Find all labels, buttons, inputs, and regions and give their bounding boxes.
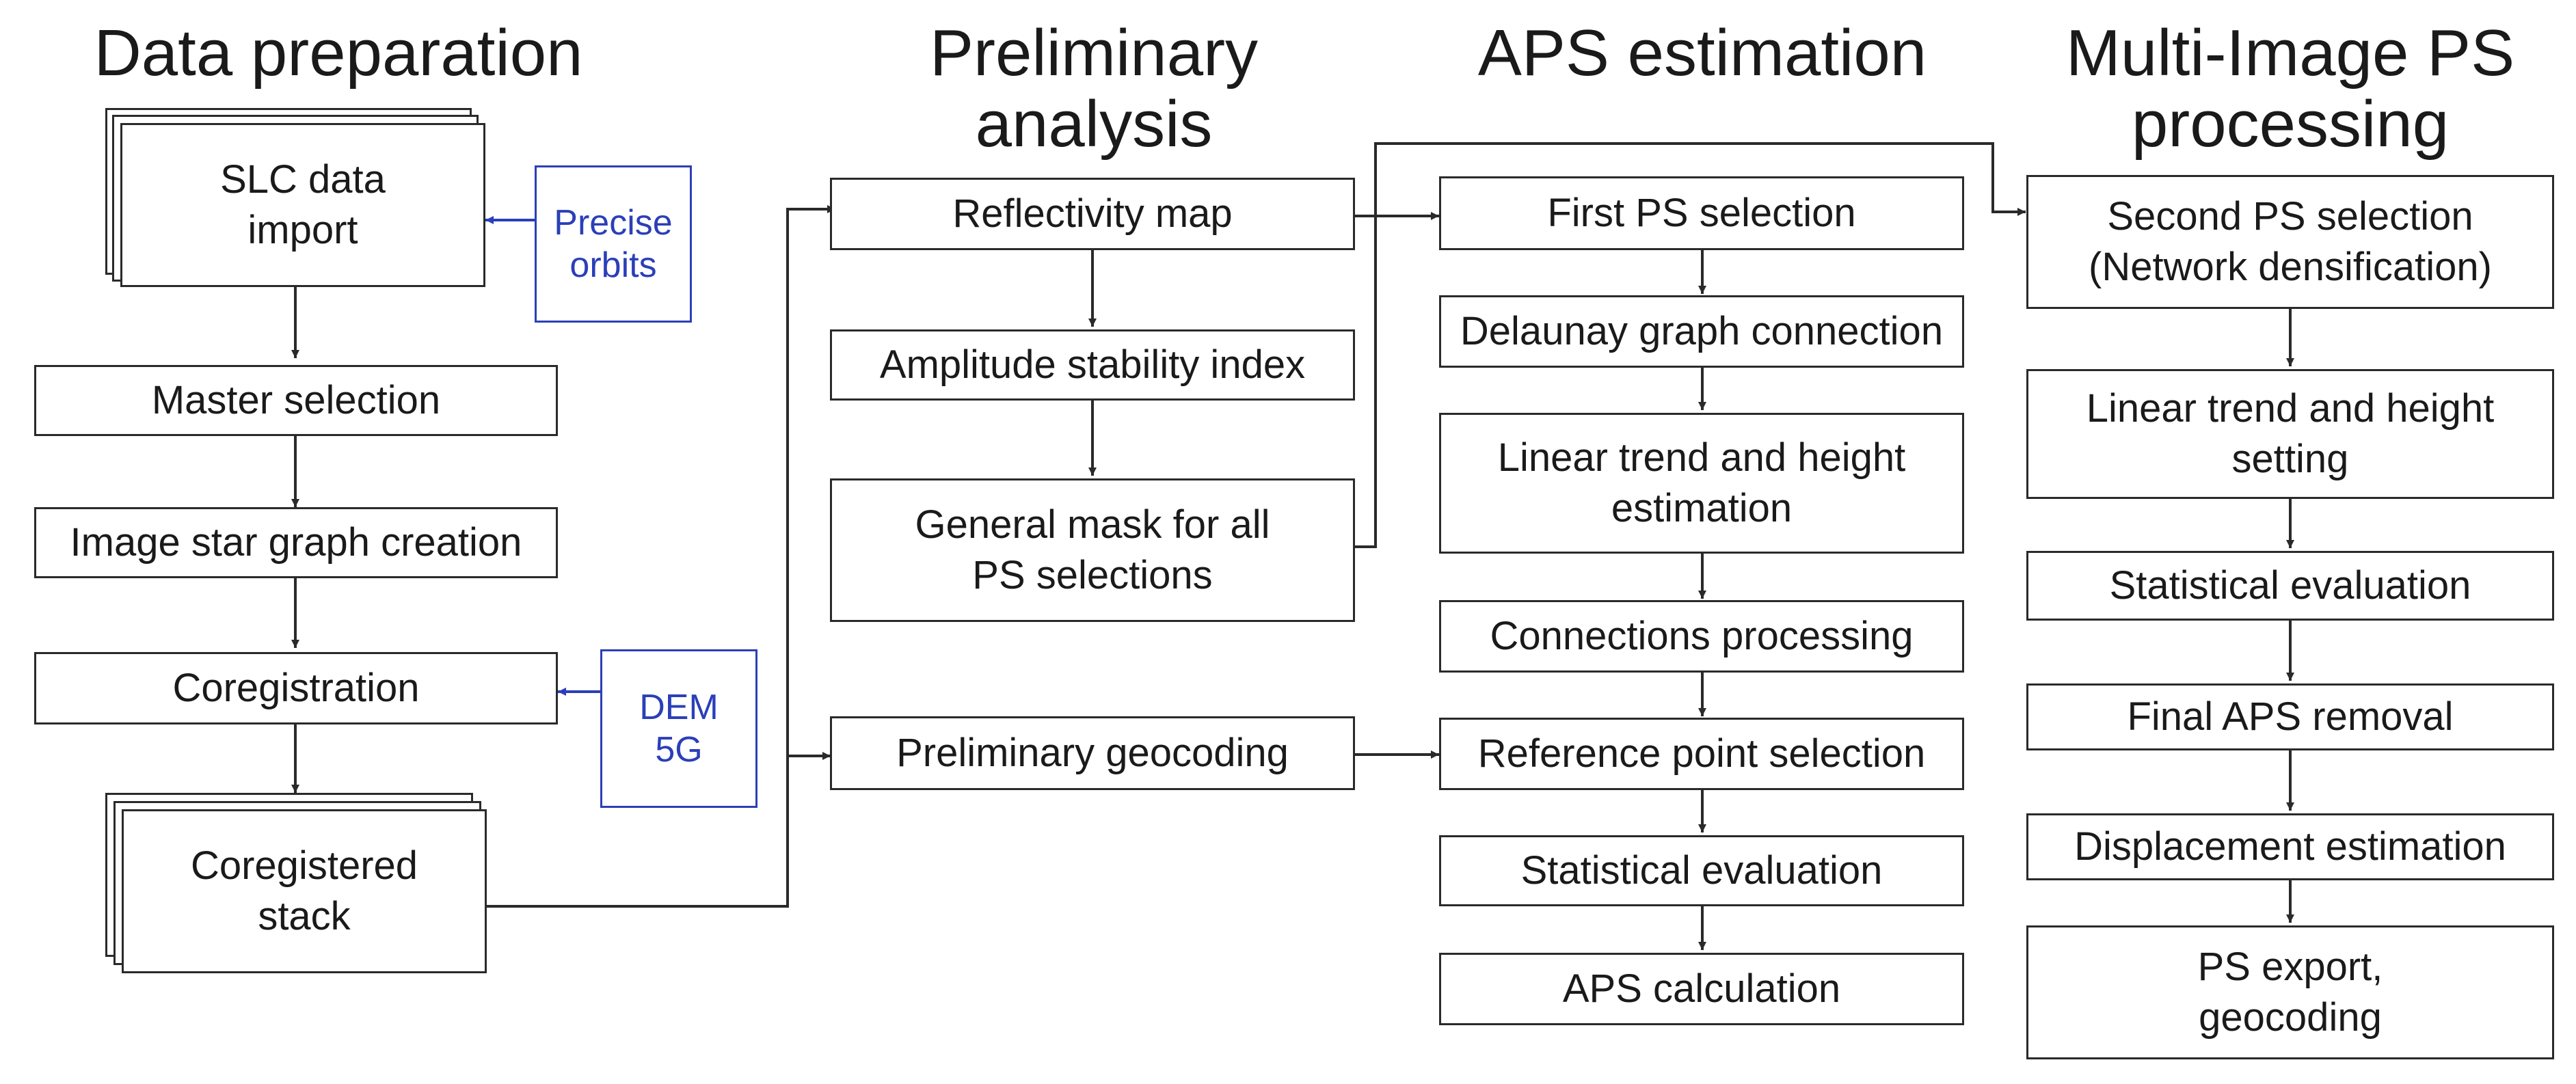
- reflectivity-map-box: Reflectivity map: [830, 178, 1355, 250]
- first-ps-selection-box: First PS selection: [1439, 176, 1964, 250]
- master-selection-box: Master selection: [34, 365, 558, 436]
- final-aps-removal-box: Final APS removal: [2026, 683, 2554, 750]
- second-ps-selection-box: Second PS selection (Network densificati…: [2026, 175, 2554, 309]
- general-mask-box: General mask for all PS selections: [830, 478, 1355, 622]
- preliminary-geocoding-box: Preliminary geocoding: [830, 716, 1355, 790]
- reference-point-selection-box: Reference point selection: [1439, 718, 1964, 790]
- title-multi-image: Multi-Image PS processing: [2065, 16, 2515, 161]
- coregistered-stack-box: Coregistered stack: [122, 809, 487, 973]
- linear-trend-setting-box: Linear trend and height setting: [2026, 369, 2554, 499]
- statistical-evaluation-aps-box: Statistical evaluation: [1439, 835, 1964, 906]
- title-data-preparation: Data preparation: [94, 16, 583, 90]
- precise-orbits-box: Precise orbits: [535, 165, 692, 323]
- dem-box: DEM 5G: [600, 649, 757, 808]
- image-star-graph-box: Image star graph creation: [34, 507, 558, 578]
- coregistration-box: Coregistration: [34, 652, 558, 724]
- title-aps-estimation: APS estimation: [1477, 16, 1927, 90]
- title-preliminary-analysis: Preliminary analysis: [929, 16, 1259, 161]
- connections-processing-box: Connections processing: [1439, 600, 1964, 673]
- amplitude-stability-box: Amplitude stability index: [830, 329, 1355, 401]
- linear-trend-estimation-box: Linear trend and height estimation: [1439, 413, 1964, 554]
- displacement-estimation-box: Displacement estimation: [2026, 813, 2554, 880]
- aps-calculation-box: APS calculation: [1439, 953, 1964, 1025]
- delaunay-graph-box: Delaunay graph connection: [1439, 295, 1964, 368]
- slc-data-import-box: SLC data import: [120, 123, 485, 287]
- ps-export-box: PS export, geocoding: [2026, 925, 2554, 1059]
- statistical-evaluation-mi-box: Statistical evaluation: [2026, 551, 2554, 621]
